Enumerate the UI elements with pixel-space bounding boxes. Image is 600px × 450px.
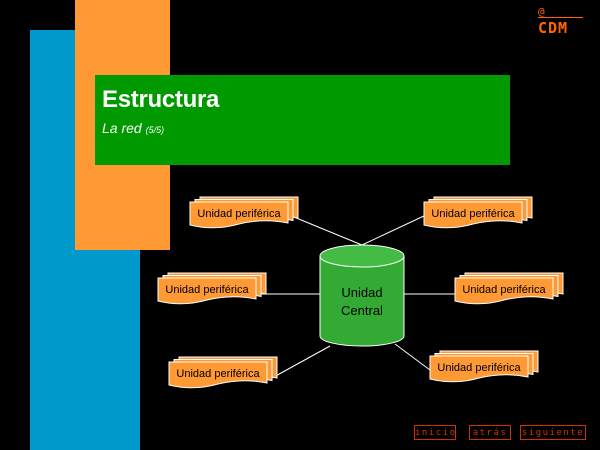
document-sheet [168, 361, 268, 389]
nav-home-button[interactable]: inicio [414, 425, 456, 440]
network-link [394, 343, 431, 371]
document-sheet [429, 355, 529, 383]
peripheral-label: Unidad periférica [176, 368, 260, 380]
peripheral-unit: Unidad periférica [189, 196, 299, 229]
logo-line [538, 17, 583, 18]
document-sheet [157, 277, 257, 305]
document-sheet [423, 201, 523, 229]
peripheral-unit: Unidad periférica [168, 356, 278, 389]
peripheral-label: Unidad periférica [197, 208, 281, 220]
logo-at: @ [538, 5, 545, 18]
network-link [361, 214, 427, 246]
nav-back-button[interactable]: atrás [469, 425, 511, 440]
logo-text: CDM [538, 19, 569, 37]
subtitle-text: La red [102, 120, 142, 136]
peripheral-label: Unidad periférica [437, 362, 521, 374]
network-link [271, 345, 331, 379]
peripheral-unit: Unidad periférica [429, 350, 539, 383]
peripheral-unit: Unidad periférica [454, 272, 564, 305]
cylinder-top [319, 244, 405, 268]
peripheral-unit: Unidad periférica [157, 272, 267, 305]
document-sheet [189, 201, 289, 229]
central-unit-label-line2: Central [341, 303, 383, 318]
slide-title: Estructura [102, 86, 220, 113]
cdm-logo: @ CDM [538, 6, 588, 38]
nav-next-button[interactable]: siguiente [520, 425, 586, 440]
peripheral-label: Unidad periférica [462, 284, 546, 296]
network-link [288, 214, 363, 246]
peripheral-label: Unidad periférica [431, 208, 515, 220]
title-box: Estructura La red (5/5) [95, 75, 510, 165]
central-unit-cylinder: Unidad Central [319, 244, 405, 347]
page-indicator: (5/5) [145, 125, 165, 135]
peripheral-unit: Unidad periférica [423, 196, 533, 229]
central-unit-label-line1: Unidad [341, 285, 382, 300]
peripheral-label: Unidad periférica [165, 284, 249, 296]
document-sheet [454, 277, 554, 305]
slide-subtitle: La red (5/5) [102, 120, 164, 136]
